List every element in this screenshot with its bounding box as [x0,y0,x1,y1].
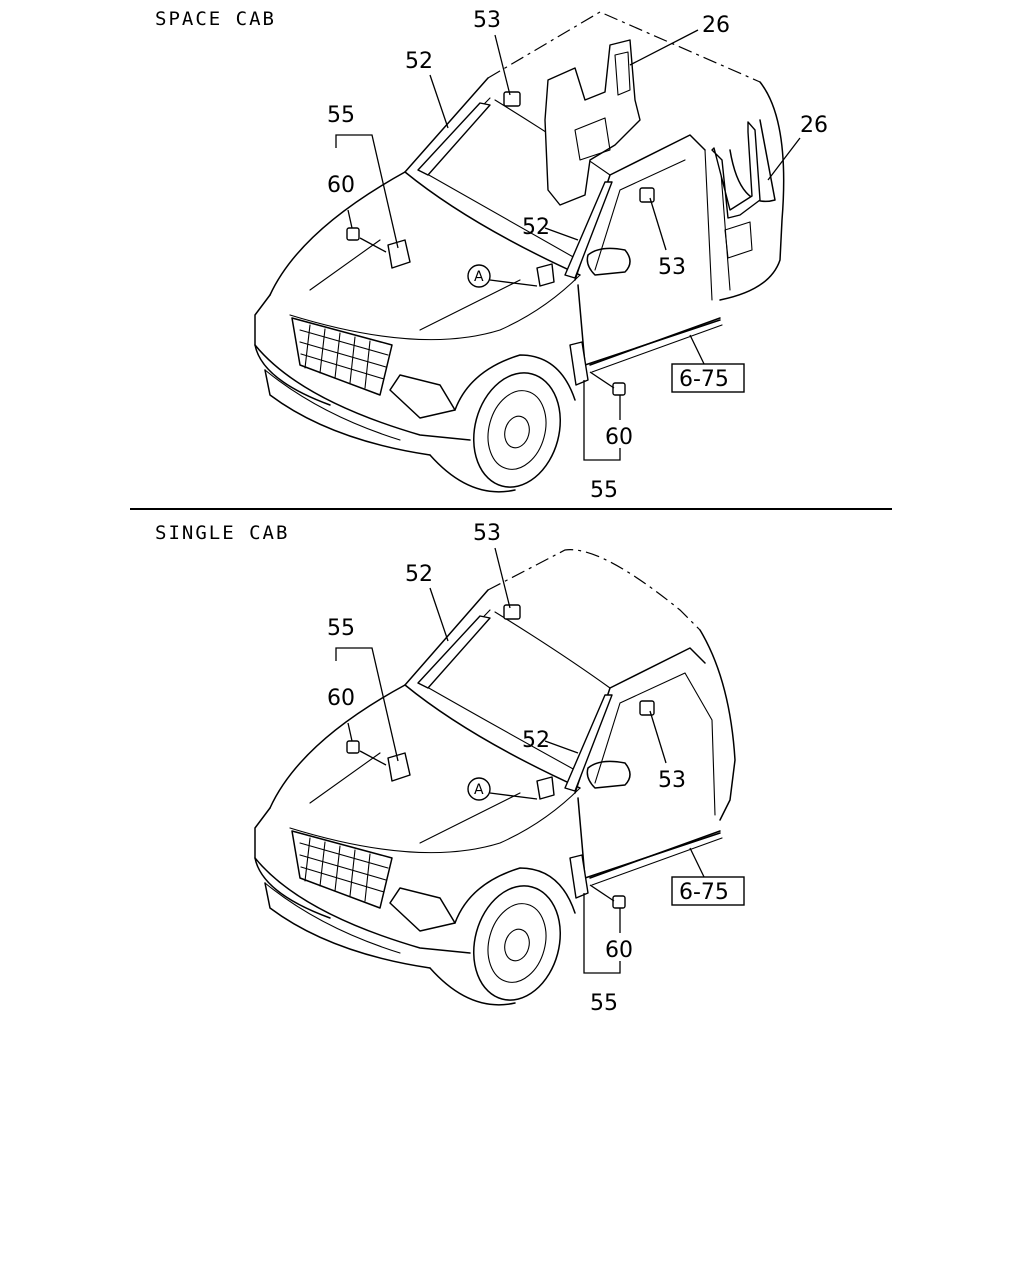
clip-60-hood [346,227,360,241]
pillar-trim-52-right [564,181,613,279]
pillar-trim-52-left [417,615,491,689]
label-ref-6-75: 6-75 [679,880,729,905]
single-cab-vehicle-drawing [254,549,736,1006]
label-55-top: 55 [327,103,355,128]
bracket-55-hood [387,239,411,269]
single-cab-labels: 53 53 52 52 55 55 60 60 6-75 A [327,521,745,1016]
label-55-bottom: 55 [590,478,618,503]
space-cab-leaders [335,29,801,461]
label-55-bottom: 55 [590,991,618,1016]
label-52-top: 52 [405,562,433,587]
clip-60-fender [612,382,626,396]
bracket-55-hood [387,752,411,782]
label-A: A [474,269,484,285]
single-cab-section: SINGLE CAB [155,521,745,1016]
pillar-trim-52-left [417,102,491,176]
space-cab-section: SPACE CAB [155,8,828,503]
clip-53-top [503,604,521,620]
label-60-bottom: 60 [605,425,633,450]
label-26-right: 26 [800,113,828,138]
label-53-top: 53 [473,521,501,546]
rear-quarter-trim-26 [711,121,761,219]
space-cab-title: SPACE CAB [155,8,276,30]
label-53-right: 53 [658,255,686,280]
ref-box [671,363,745,393]
label-A: A [474,782,484,798]
connector-A [536,776,555,800]
label-53-right: 53 [658,768,686,793]
label-26-top: 26 [702,13,730,38]
label-ref-6-75: 6-75 [679,367,729,392]
clip-60-fender [612,895,626,909]
label-60-top: 60 [327,686,355,711]
callout-A-circle [467,777,491,801]
label-52-mid: 52 [522,215,550,240]
clip-53-right [639,700,655,716]
label-60-bottom: 60 [605,938,633,963]
label-53-top: 53 [473,8,501,33]
clip-60-hood [346,740,360,754]
pillar-trim-52-right [564,694,613,792]
ref-box [671,876,745,906]
space-cab-vehicle-drawing [254,11,785,493]
bracket-55-fender [569,341,589,386]
label-60-top: 60 [327,173,355,198]
connector-A [536,263,555,287]
single-cab-title: SINGLE CAB [155,522,289,544]
label-52-mid: 52 [522,728,550,753]
bracket-55-fender [569,854,589,899]
single-cab-leaders [335,547,707,974]
label-55-top: 55 [327,616,355,641]
clip-53-top [503,91,521,107]
clip-53-right [639,187,655,203]
label-52-top: 52 [405,49,433,74]
single-cab-parts [346,604,655,909]
space-cab-parts [346,39,761,396]
space-cab-labels: 26 26 53 53 52 52 55 55 60 60 6-75 A [327,8,828,503]
callout-A-circle [467,264,491,288]
